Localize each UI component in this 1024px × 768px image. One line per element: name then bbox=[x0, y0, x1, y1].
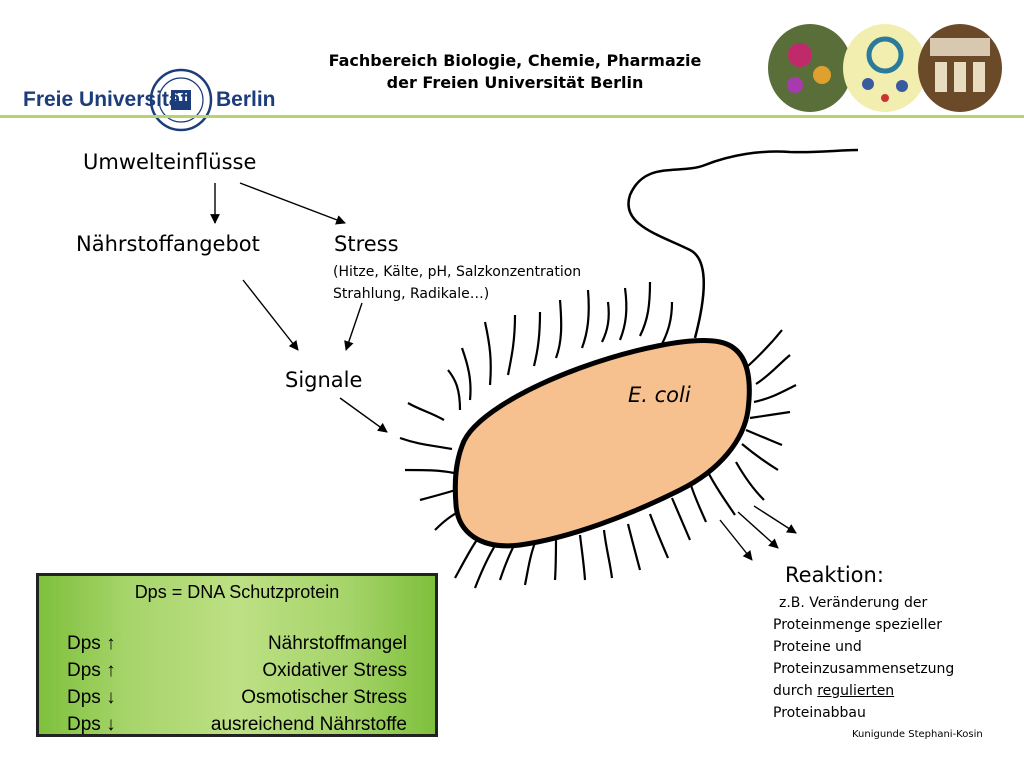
reaktion-line-2: Proteinmenge spezieller bbox=[773, 617, 942, 633]
arrow-naehrstoff-signale bbox=[242, 279, 299, 351]
reaktion-text: z.B. Veränderung der Proteinmenge spezie… bbox=[773, 592, 954, 724]
pili bbox=[399, 281, 797, 589]
dps-row-level: Dps ↑ bbox=[67, 633, 116, 654]
dps-row-condition: ausreichend Nährstoffe bbox=[210, 714, 407, 735]
arrow-stress-signale bbox=[344, 302, 363, 351]
reaktion-line-4: Proteinzusammensetzung bbox=[773, 661, 955, 677]
footer-author: Kunigunde Stephani-Kosin bbox=[852, 729, 983, 740]
arrow-cell-reaktion-1 bbox=[719, 519, 753, 561]
arrow-umwelt-stress bbox=[239, 182, 346, 225]
arrow-signale-cell bbox=[339, 397, 388, 433]
reaktion-line-5-underlined: regulierten bbox=[817, 683, 895, 699]
dps-box: Dps = DNA Schutzprotein Dps ↑ Nährstoffm… bbox=[36, 573, 438, 737]
dps-row: Dps ↑ Oxidativer Stress bbox=[39, 660, 435, 686]
dps-row-level: Dps ↓ bbox=[67, 687, 116, 708]
arrow-cell-reaktion-2 bbox=[737, 511, 779, 549]
ecoli-cell bbox=[452, 338, 752, 549]
header-line-1: Fachbereich Biologie, Chemie, Pharmazie bbox=[328, 51, 702, 70]
dps-row-condition: Oxidativer Stress bbox=[262, 660, 407, 681]
arrows bbox=[210, 182, 797, 561]
dps-box-title: Dps = DNA Schutzprotein bbox=[134, 582, 340, 602]
dps-row: Dps ↓ Osmotischer Stress bbox=[39, 687, 435, 713]
label-naehrstoffangebot: Nährstoffangebot bbox=[76, 232, 260, 256]
reaktion-line-5: durch regulierten bbox=[773, 680, 954, 702]
label-ecoli: E. coli bbox=[628, 383, 691, 407]
header-title: Fachbereich Biologie, Chemie, Pharmazie … bbox=[250, 50, 780, 94]
label-signale: Signale bbox=[285, 368, 363, 392]
logo-text-right: Berlin bbox=[216, 88, 276, 111]
dps-row-level: Dps ↑ bbox=[67, 660, 116, 681]
reaktion-line-3: Proteine und bbox=[773, 639, 862, 655]
dps-row: Dps ↓ ausreichend Nährstoffe bbox=[39, 714, 435, 740]
dps-row-level: Dps ↓ bbox=[67, 714, 116, 735]
reaktion-line-5-prefix: durch bbox=[773, 683, 818, 699]
dps-row-condition: Nährstoffmangel bbox=[267, 633, 407, 654]
label-stress: Stress bbox=[334, 232, 399, 256]
header-photo-pharmacy bbox=[918, 24, 1002, 112]
label-stress-detail-1: (Hitze, Kälte, pH, Salzkonzentration bbox=[333, 264, 582, 280]
arrow-cell-reaktion-3 bbox=[753, 505, 797, 534]
header-line-2: der Freien Universität Berlin bbox=[386, 73, 644, 92]
header-accent-line bbox=[0, 115, 1024, 118]
flagellum bbox=[627, 148, 859, 339]
dps-row-condition: Osmotischer Stress bbox=[241, 687, 407, 708]
reaktion-line-6: Proteinabbau bbox=[773, 705, 866, 721]
label-reaktion: Reaktion: bbox=[785, 563, 884, 587]
logo-text-left: Freie Universität bbox=[23, 88, 188, 111]
reaktion-line-1: z.B. Veränderung der bbox=[779, 595, 928, 611]
label-umwelteinfluesse: Umwelteinflüsse bbox=[83, 150, 257, 174]
dps-row: Dps ↑ Nährstoffmangel bbox=[39, 633, 435, 659]
label-stress-detail-2: Strahlung, Radikale…) bbox=[333, 286, 490, 302]
header-photo-molecule bbox=[843, 24, 927, 112]
header-photo-flowers bbox=[768, 24, 852, 112]
